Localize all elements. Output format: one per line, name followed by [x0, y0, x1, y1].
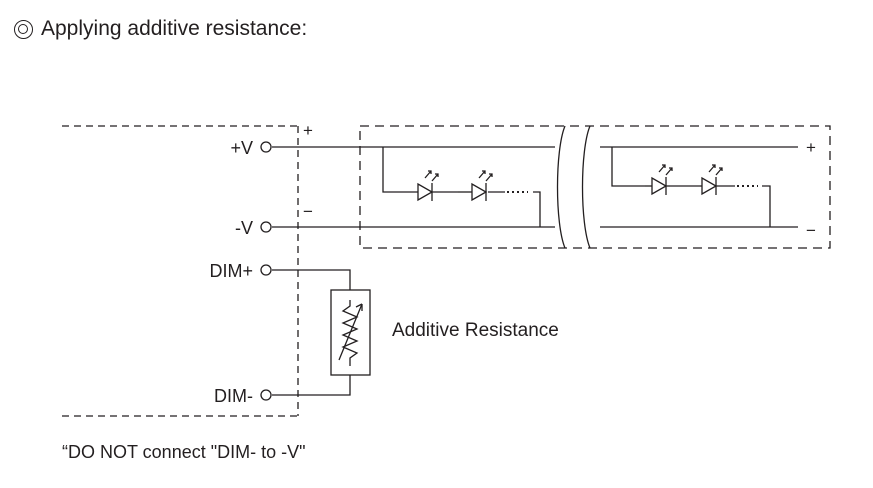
dim-minus-wire [272, 375, 351, 396]
led-diode-1 [417, 170, 458, 202]
led-group-1 [382, 147, 541, 227]
dim-plus-wire [272, 269, 351, 290]
plus-v-terminal [260, 141, 272, 153]
strip-minus-sign: − [806, 221, 816, 240]
break-mark-left [556, 125, 566, 249]
dim-plus-terminal [260, 264, 272, 276]
resistor-label: Additive Resistance [392, 320, 559, 341]
section-title-text: Applying additive resistance: [41, 17, 308, 40]
dim-minus-label: DIM- [214, 386, 253, 406]
led-diode-2 [471, 170, 493, 202]
minus-v-label: -V [235, 218, 253, 238]
led-diode-3 [645, 164, 673, 196]
led-strip-box [359, 125, 831, 249]
driver-box [62, 125, 299, 417]
break-mark-right [581, 125, 591, 249]
dim-minus-terminal [260, 389, 272, 401]
variable-resistor [330, 289, 371, 376]
driver-plus-sign: + [303, 121, 313, 140]
minus-v-terminal [260, 221, 272, 233]
led-group-2 [611, 147, 771, 227]
dim-plus-label: DIM+ [209, 261, 253, 281]
plus-v-label: +V [230, 138, 253, 158]
driver-minus-sign: − [303, 202, 313, 221]
led-diode-4 [700, 164, 723, 196]
strip-plus-sign: + [806, 138, 816, 157]
double-circle-icon [14, 19, 33, 39]
warning-note: “DO NOT connect "DIM- to -V" [62, 442, 306, 462]
section-title: Applying additive resistance: [14, 17, 307, 41]
